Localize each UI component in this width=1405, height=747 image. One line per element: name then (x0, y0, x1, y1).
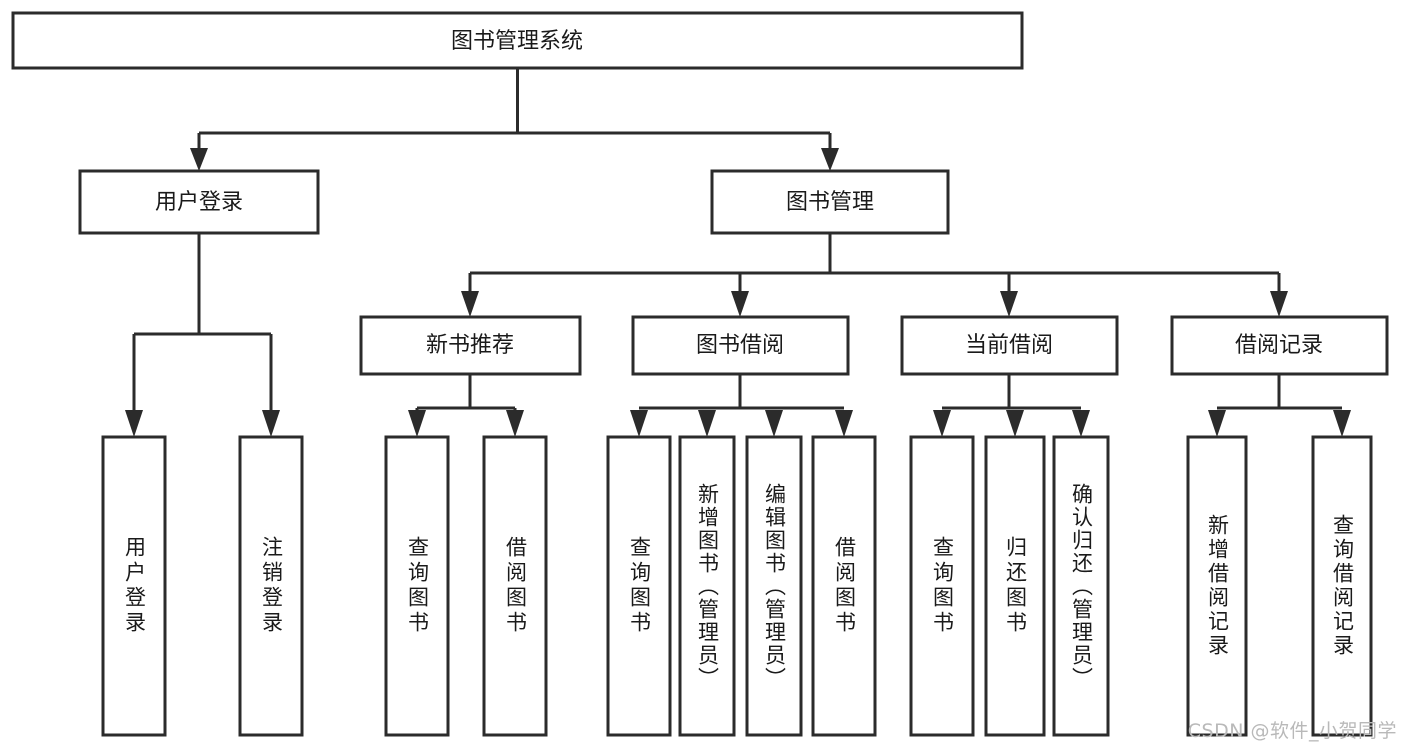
arrow-head-leaf-confirm-return-admin (1072, 410, 1090, 437)
node-leaf-add-book-admin-box[interactable] (678, 435, 736, 737)
node-user-login-box[interactable] (78, 169, 320, 235)
node-leaf-query-book-borrow-box[interactable] (606, 435, 672, 737)
node-root-label: 图书管理系统 (451, 29, 583, 54)
arrow-head-leaf-borrow-book-borrow (835, 410, 853, 437)
arrow-head-leaf-add-book-admin (698, 410, 716, 437)
arrow-head-current-borrow (1000, 291, 1018, 317)
node-leaf-borrow-book-rec-box[interactable] (482, 435, 548, 737)
node-user-login-label: 用户登录 (155, 190, 243, 215)
node-leaf-confirm-return-admin-box[interactable] (1052, 435, 1110, 737)
node-book-borrow[interactable]: 图书借阅 (631, 315, 850, 376)
node-book-manage[interactable]: 图书管理 (710, 169, 950, 235)
node-book-manage-box[interactable] (710, 169, 950, 235)
node-leaf-return-book-box[interactable] (984, 435, 1046, 737)
node-borrow-record-label: 借阅记录 (1235, 333, 1323, 358)
node-borrow-record-box[interactable] (1170, 315, 1389, 376)
node-root[interactable]: 图书管理系统 (11, 11, 1024, 70)
arrow-head-leaf-add-borrow-record (1208, 410, 1226, 437)
node-current-borrow[interactable]: 当前借阅 (900, 315, 1119, 376)
arrow-head-leaf-user-logout (262, 410, 280, 437)
arrow-head-leaf-return-book (1006, 410, 1024, 437)
arrow-head-leaf-query-book-borrow (630, 410, 648, 437)
node-new-book-recommend-box[interactable] (359, 315, 582, 376)
node-leaf-query-book-current-box[interactable] (909, 435, 975, 737)
node-book-manage-label: 图书管理 (786, 190, 874, 215)
node-leaf-user-logout-box[interactable] (238, 435, 304, 737)
node-borrow-record[interactable]: 借阅记录 (1170, 315, 1389, 376)
leaf-node-group (101, 435, 1373, 737)
node-leaf-add-borrow-record-box[interactable] (1186, 435, 1248, 737)
arrow-head-leaf-query-book-rec (408, 410, 426, 437)
node-new-book-recommend[interactable]: 新书推荐 (359, 315, 582, 376)
csdn-watermark: CSDN @软件_小贺同学 (1187, 720, 1397, 742)
arrow-head-book-borrow (731, 291, 749, 317)
node-leaf-query-book-rec-box[interactable] (384, 435, 450, 737)
node-leaf-borrow-book-borrow-box[interactable] (811, 435, 877, 737)
arrow-head-new-book-recommend (461, 291, 479, 317)
node-new-book-recommend-label: 新书推荐 (426, 333, 514, 358)
connector-group (125, 68, 1351, 437)
arrow-head-leaf-query-book-current (933, 410, 951, 437)
node-user-login[interactable]: 用户登录 (78, 169, 320, 235)
node-book-borrow-box[interactable] (631, 315, 850, 376)
node-current-borrow-label: 当前借阅 (965, 333, 1053, 358)
node-leaf-user-login-box[interactable] (101, 435, 167, 737)
arrow-head-leaf-borrow-book-rec (506, 410, 524, 437)
arrow-head-leaf-query-borrow-record (1333, 410, 1351, 437)
arrow-head-leaf-user-login (125, 410, 143, 437)
node-current-borrow-box[interactable] (900, 315, 1119, 376)
node-root-box[interactable] (11, 11, 1024, 70)
arrow-head-leaf-edit-book-admin (765, 410, 783, 437)
node-leaf-edit-book-admin-box[interactable] (745, 435, 803, 737)
arrow-head-user-login (190, 148, 208, 171)
arrow-head-borrow-record (1270, 291, 1288, 317)
arrow-head-book-manage (821, 148, 839, 171)
node-leaf-query-borrow-record-box[interactable] (1311, 435, 1373, 737)
node-book-borrow-label: 图书借阅 (696, 333, 784, 358)
